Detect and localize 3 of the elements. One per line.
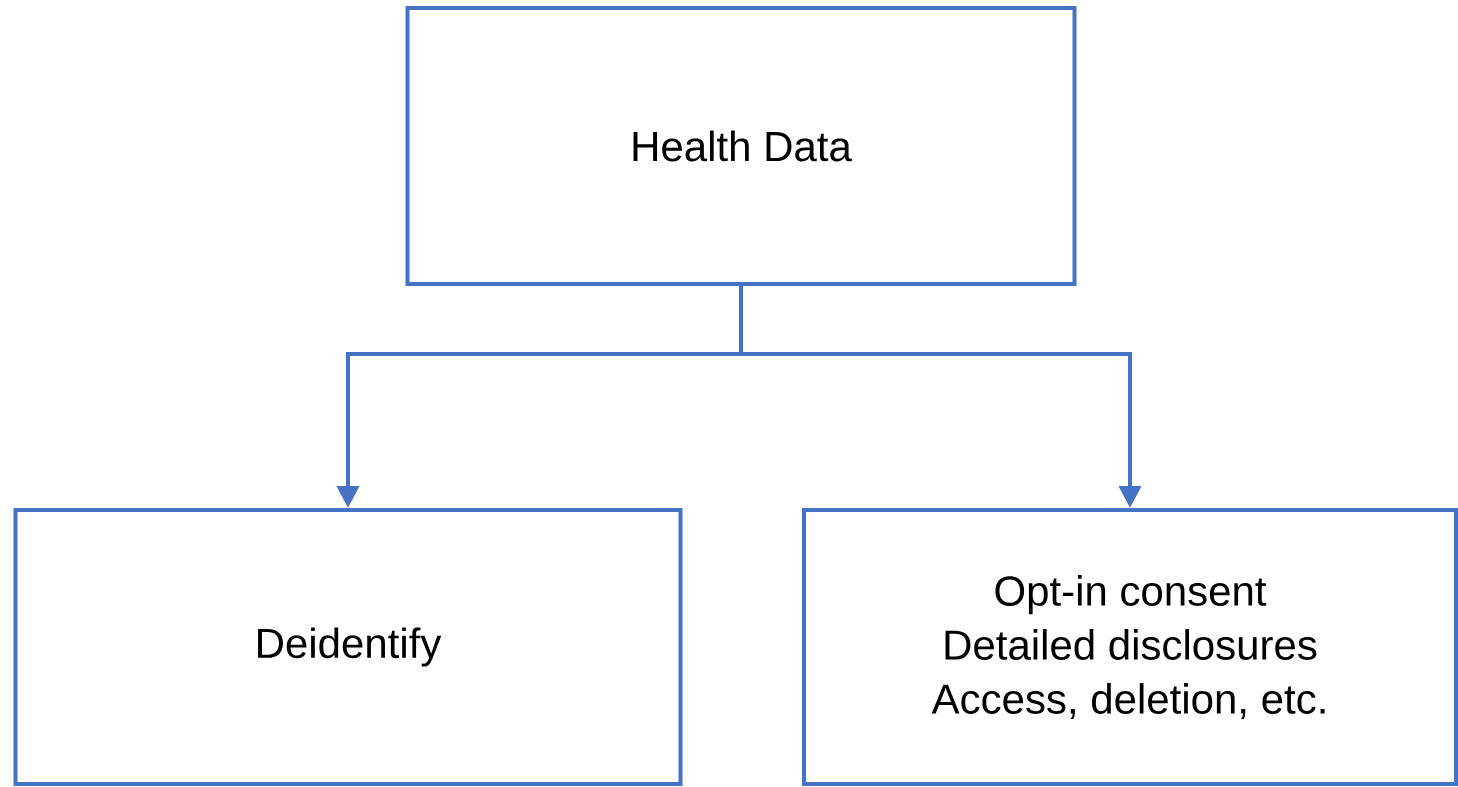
- process-box: Opt-in consent Detailed disclosures Access, deletion, etc.: [802, 508, 1458, 786]
- process-box: Health Data: [405, 6, 1077, 286]
- process-box: Deidentify: [13, 508, 683, 786]
